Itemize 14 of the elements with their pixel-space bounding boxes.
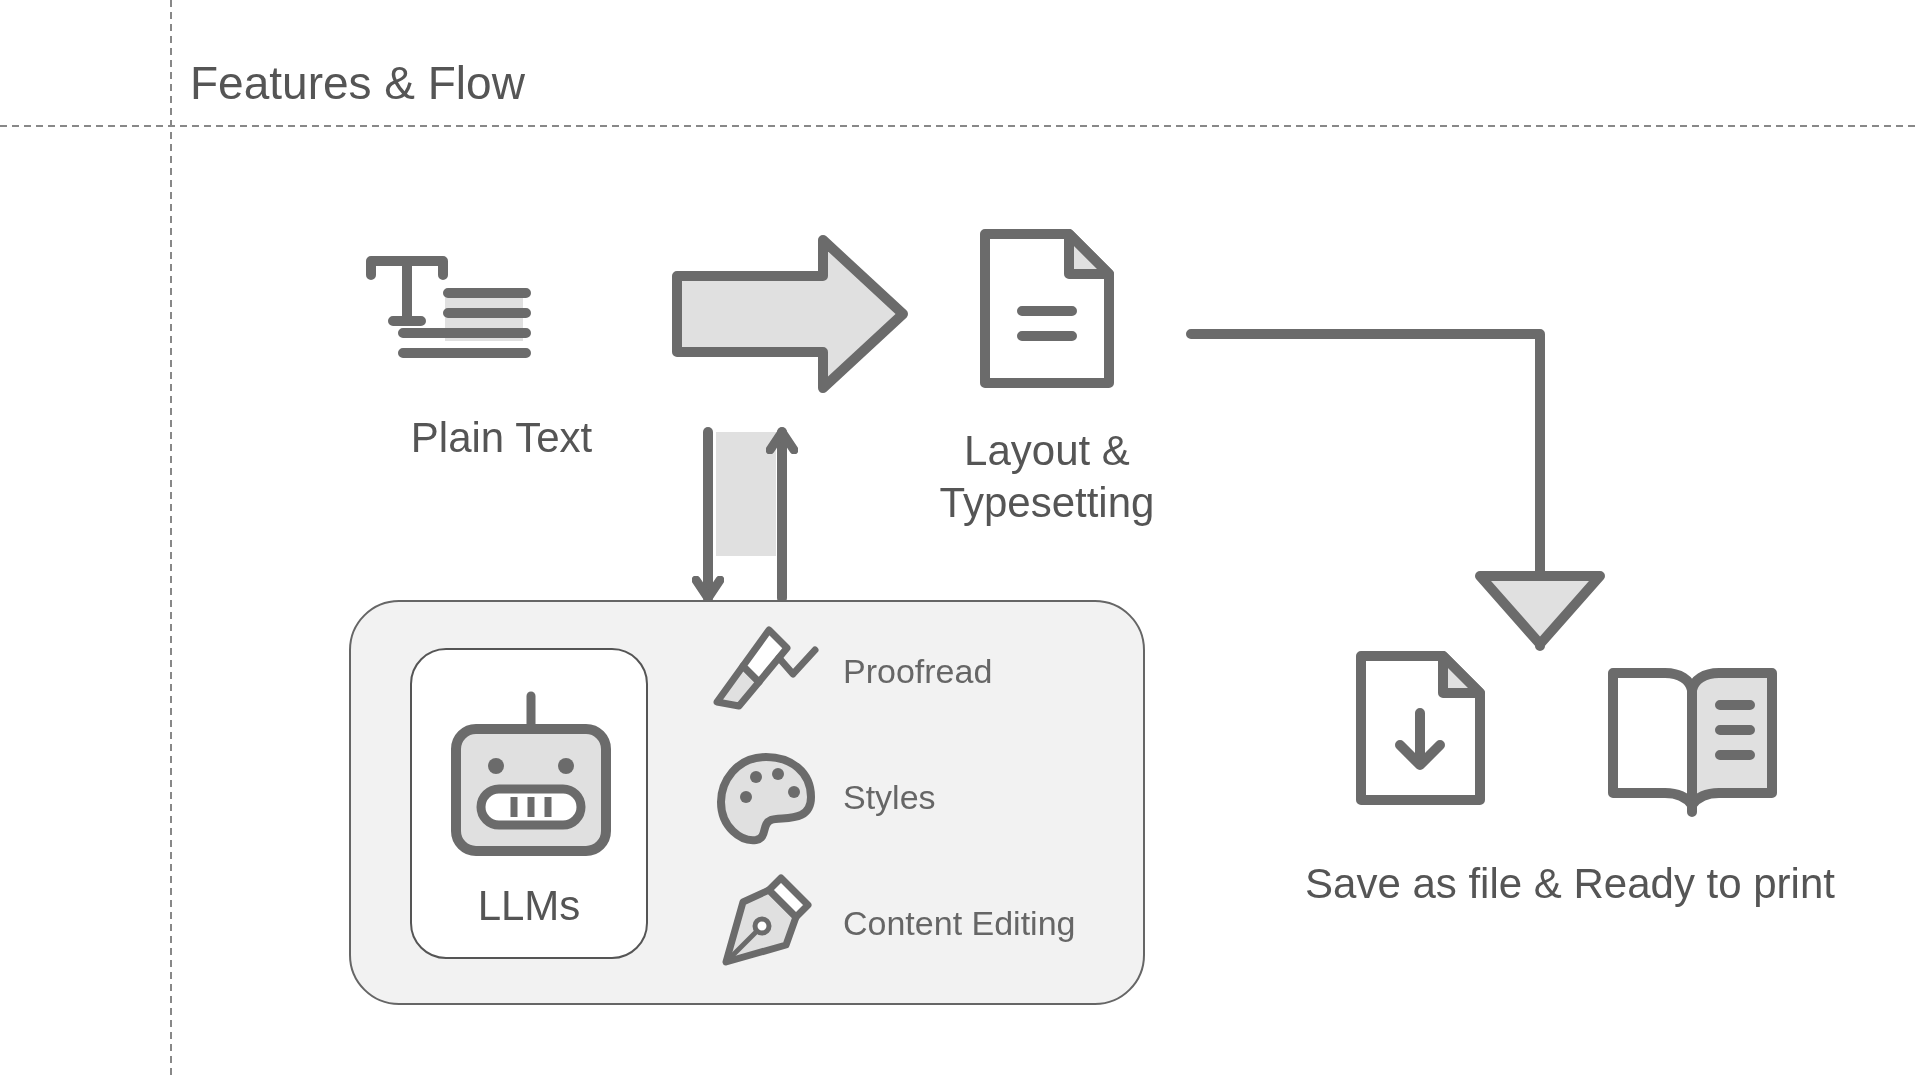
panel-box (349, 600, 1145, 1005)
arrow (691, 427, 776, 603)
block-arrow (672, 235, 908, 393)
node-label: Layout & Typesetting (938, 426, 1156, 528)
card (410, 648, 648, 959)
arrow (765, 427, 799, 603)
node-label: Save as file & Ready to print (1304, 859, 1836, 909)
node-label: Content Editing (843, 904, 1076, 943)
arrow (1186, 329, 1605, 651)
node-label: LLMs (476, 881, 582, 931)
node-label: Proofread (843, 652, 993, 691)
title: Features & Flow (190, 56, 525, 110)
node-label: Plain Text (409, 413, 594, 463)
node-label: Styles (843, 778, 936, 817)
